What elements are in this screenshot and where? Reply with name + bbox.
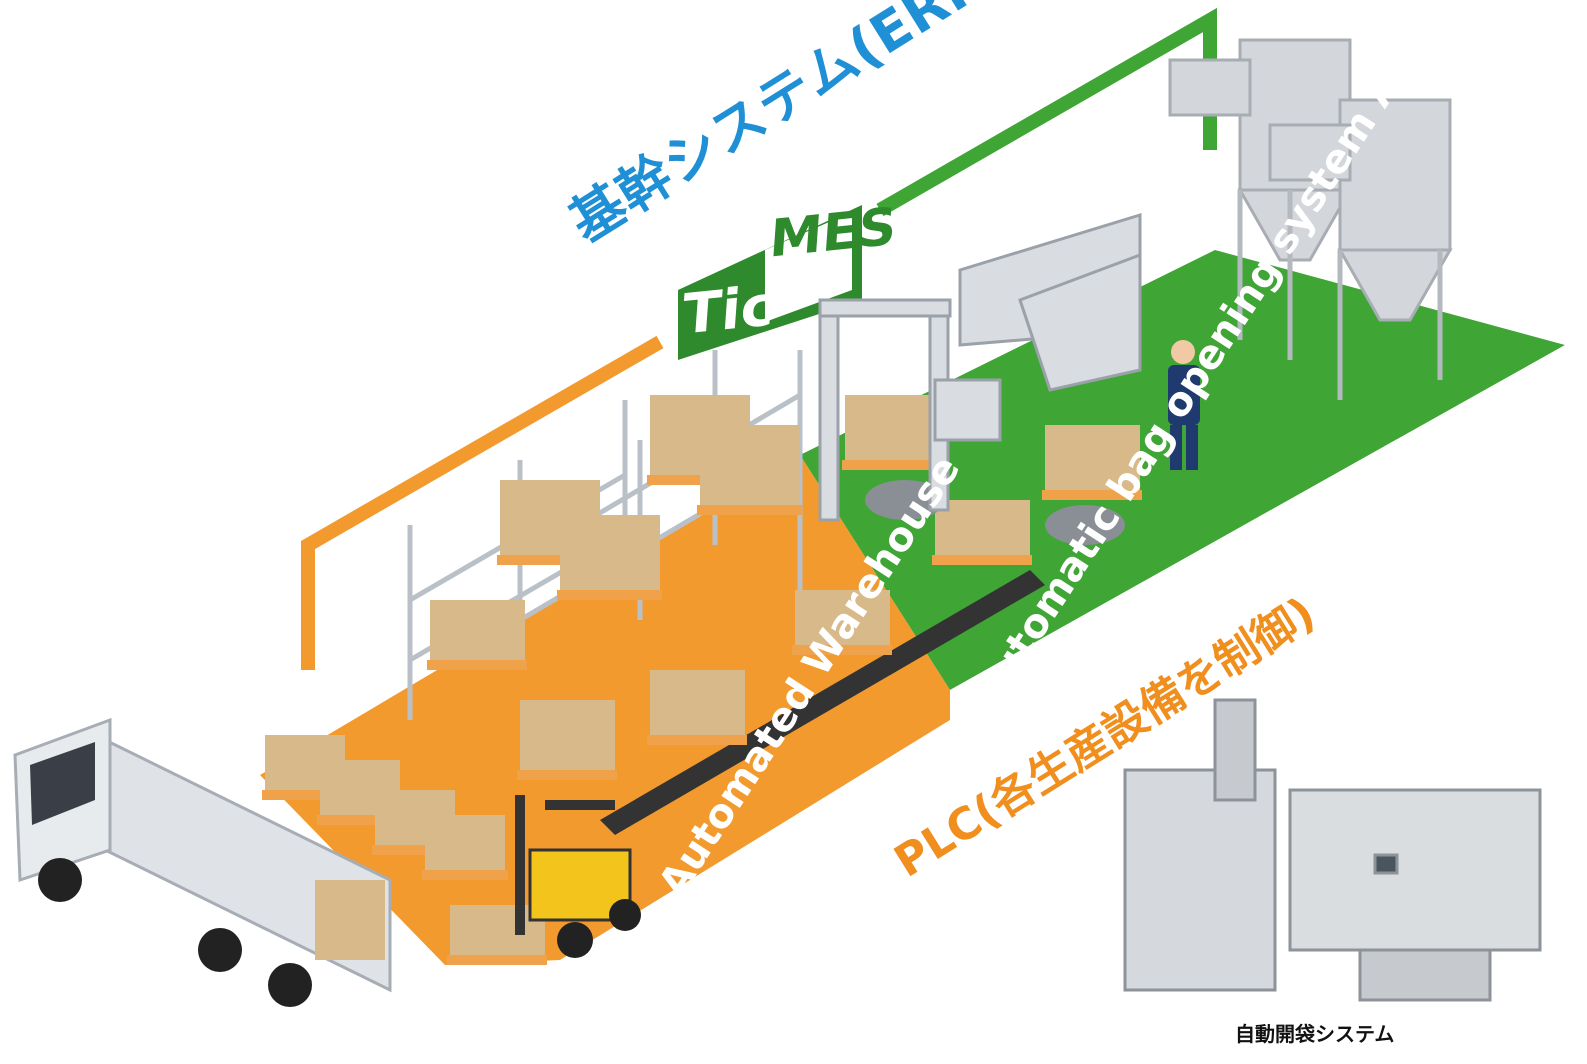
mes-logo-tic: Tic — [680, 273, 777, 348]
bag-stack — [792, 590, 892, 655]
bag-opening-area-floor — [800, 250, 1565, 690]
conveyor-belt — [600, 570, 1045, 835]
bag-stacks — [262, 395, 1142, 965]
area-divider — [950, 345, 1565, 705]
agv-robot — [865, 480, 945, 520]
photo-caption: 自動開袋システム — [1235, 1022, 1395, 1046]
bag-stack — [932, 500, 1032, 565]
bag-stack — [842, 395, 942, 470]
machine-photo — [1123, 698, 1542, 1002]
plc-bracket-line — [301, 335, 664, 670]
bag-stack — [427, 600, 527, 670]
bag-stack — [697, 425, 802, 515]
silo-legs — [1237, 190, 1443, 400]
ticmes-logo — [678, 205, 862, 360]
agv-robot — [1045, 505, 1125, 545]
mes-bracket-line — [876, 7, 1217, 217]
bag-stack — [647, 670, 747, 745]
bag-stack — [422, 815, 508, 880]
bag-stack — [517, 700, 617, 780]
truck — [13, 717, 392, 1007]
bag-stack — [1042, 425, 1142, 500]
forklift — [515, 795, 641, 958]
worker-figure — [1168, 340, 1200, 470]
bag-opening-machine — [818, 212, 1142, 522]
bag-stack — [557, 515, 662, 600]
silos — [1168, 38, 1453, 322]
